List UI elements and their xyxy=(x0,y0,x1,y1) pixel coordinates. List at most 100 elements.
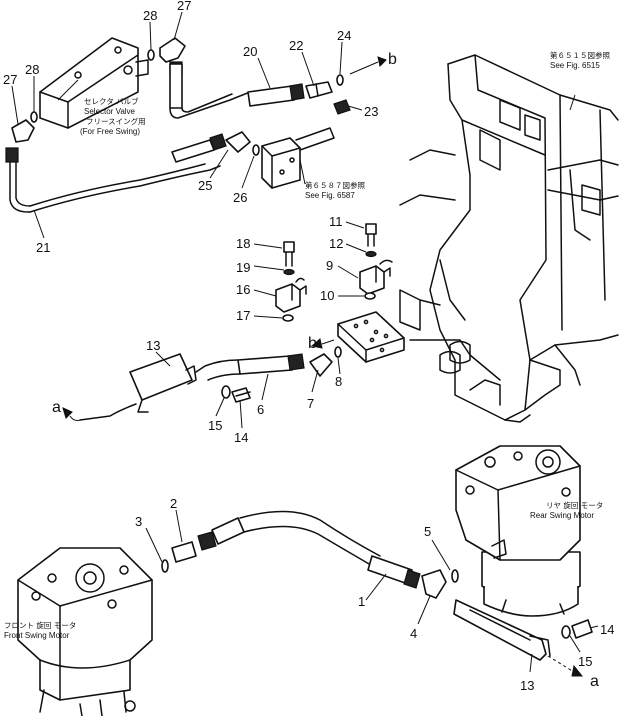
selector-valve-en: Selector Valve xyxy=(84,107,136,116)
bolt-11 xyxy=(365,223,377,247)
o-ring-5 xyxy=(451,569,459,583)
hose-1 xyxy=(197,510,421,589)
callout-2: 2 xyxy=(170,496,177,511)
callout-25: 25 xyxy=(198,178,212,193)
washer-15-right xyxy=(561,625,571,639)
fitting-25 xyxy=(225,131,251,153)
callout-28-top: 28 xyxy=(143,8,157,23)
o-ring-28-top xyxy=(147,49,155,61)
callout-18: 18 xyxy=(236,236,250,251)
fig6587-jp: 第６５８７図参照 xyxy=(305,180,365,190)
callout-13-right: 13 xyxy=(520,678,534,693)
bolt-18 xyxy=(283,241,295,267)
letter-b-top: b xyxy=(388,51,397,68)
callout-16: 16 xyxy=(236,282,250,297)
o-ring-17 xyxy=(282,314,294,322)
free-swing-en: (For Free Swing) xyxy=(80,127,140,136)
o-ring-26 xyxy=(252,144,260,156)
arrow-b-mid-leader xyxy=(321,339,335,345)
fitting-22 xyxy=(305,81,333,99)
arrow-b-top-head xyxy=(377,56,387,67)
selector-valve-jp: セレクタ バルブ xyxy=(84,96,139,106)
text-labels: セレクタ バルブ Selector Valve フリースイング用 (For Fr… xyxy=(4,50,610,640)
letter-a-left: a xyxy=(52,399,61,416)
callout-11: 11 xyxy=(329,214,343,229)
callout-1: 1 xyxy=(358,594,365,609)
callout-numbers: 28 27 27 28 20 22 24 23 25 26 21 18 19 1… xyxy=(3,0,614,693)
washer-12 xyxy=(365,250,377,258)
fig6515-jp: 第６５１５図参照 xyxy=(550,50,610,60)
free-swing-jp: フリースイング用 xyxy=(86,116,146,126)
front-motor-en: Front Swing Motor xyxy=(4,631,70,640)
bracket-13-left xyxy=(79,353,197,421)
callout-6: 6 xyxy=(257,402,264,417)
rear-motor-jp: リヤ 旋回 モータ xyxy=(546,500,603,510)
callout-15-right: 15 xyxy=(578,654,592,669)
hose-6 xyxy=(195,353,305,381)
arrow-b-mid-head xyxy=(310,338,323,349)
callout-17: 17 xyxy=(236,308,250,323)
front-swing-motor xyxy=(17,547,153,716)
fig6587-en: See Fig. 6587 xyxy=(305,191,355,200)
callout-19: 19 xyxy=(236,260,250,275)
washer-19 xyxy=(283,268,295,276)
callout-15-left: 15 xyxy=(208,418,222,433)
washer-15-left xyxy=(221,385,231,399)
rear-swing-motor xyxy=(455,445,581,617)
arrow-a-right-head xyxy=(571,664,584,677)
callout-24: 24 xyxy=(337,28,351,43)
arrow-a-left-leader xyxy=(69,415,81,421)
letter-b-mid: b xyxy=(308,335,317,352)
solenoid-9 xyxy=(359,259,393,295)
o-ring-10 xyxy=(364,292,376,300)
callout-7: 7 xyxy=(307,396,314,411)
fitting-2 xyxy=(171,541,197,563)
block-6587 xyxy=(261,127,335,189)
elbow-27-left xyxy=(5,119,35,163)
bolt-14-right xyxy=(571,619,593,639)
callout-5: 5 xyxy=(424,524,431,539)
front-motor-jp: フロント 旋回 モータ xyxy=(4,620,76,630)
callout-12: 12 xyxy=(329,236,343,251)
connection-letters: b b a a xyxy=(52,51,599,690)
solenoid-16 xyxy=(275,277,307,313)
callout-26: 26 xyxy=(233,190,247,205)
fig6515-en: See Fig. 6515 xyxy=(550,61,600,70)
callout-10: 10 xyxy=(320,288,334,303)
callout-28-left: 28 xyxy=(25,62,39,77)
manifold-block xyxy=(337,311,405,363)
plug-23 xyxy=(333,99,351,115)
callout-13-left: 13 xyxy=(146,338,160,353)
callout-21: 21 xyxy=(36,240,50,255)
elbow-7 xyxy=(309,353,333,377)
selector-valve xyxy=(39,37,149,129)
leader-lines xyxy=(11,11,599,673)
bolt-14-left xyxy=(231,387,251,403)
letter-a-right: a xyxy=(590,673,599,690)
arrow-a-right-leader xyxy=(547,655,575,673)
o-ring-24 xyxy=(336,74,344,86)
callout-4: 4 xyxy=(410,626,417,641)
hose-upper xyxy=(169,63,251,119)
callout-9: 9 xyxy=(326,258,333,273)
arrow-b-top-leader xyxy=(349,61,379,75)
callout-27-left: 27 xyxy=(3,72,17,87)
callout-14-right: 14 xyxy=(600,622,614,637)
hose-20 xyxy=(247,83,305,107)
callout-8: 8 xyxy=(335,374,342,389)
o-ring-8 xyxy=(334,346,342,358)
bracket-13-right xyxy=(453,599,551,661)
callout-22: 22 xyxy=(289,38,303,53)
hose-21 xyxy=(9,133,227,213)
arrow-a-left-head xyxy=(62,407,73,419)
callout-27-top: 27 xyxy=(177,0,191,13)
o-ring-3 xyxy=(161,559,169,573)
machine-frame xyxy=(399,54,619,423)
callout-14-left: 14 xyxy=(234,430,248,445)
callout-23: 23 xyxy=(364,104,378,119)
elbow-4 xyxy=(421,569,447,599)
callout-3: 3 xyxy=(135,514,142,529)
o-ring-28-left xyxy=(30,111,38,123)
rear-motor-en: Rear Swing Motor xyxy=(530,511,594,520)
